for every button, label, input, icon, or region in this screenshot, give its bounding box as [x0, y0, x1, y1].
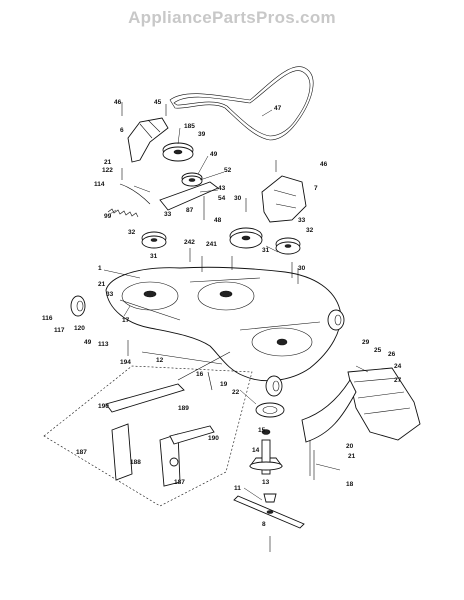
label-187b: 187 [174, 479, 185, 486]
label-33b: 33 [298, 217, 306, 224]
label-27: 27 [394, 377, 402, 384]
spring-99 [107, 183, 151, 218]
lift-rods [141, 351, 231, 381]
pulley-48 [229, 227, 263, 249]
label-46a: 46 [114, 99, 122, 106]
label-114: 114 [94, 181, 105, 188]
inset-box [43, 365, 253, 507]
label-33a: 33 [164, 211, 172, 218]
label-190a: 190 [98, 403, 109, 410]
label-187a: 187 [76, 449, 87, 456]
label-11: 11 [234, 485, 241, 492]
label-52: 52 [224, 167, 232, 174]
gauge-wheel-lower [265, 375, 283, 397]
label-120: 120 [74, 325, 85, 332]
label-117: 117 [54, 327, 65, 334]
label-122: 122 [102, 167, 113, 174]
label-26: 26 [388, 351, 396, 358]
label-54: 54 [218, 195, 226, 202]
label-99: 99 [104, 213, 112, 220]
label-21c: 21 [348, 453, 356, 460]
label-29: 29 [362, 339, 370, 346]
label-39: 39 [198, 131, 206, 138]
right-pulley-cover [261, 175, 307, 223]
idler-arm-43 [159, 181, 219, 220]
label-6: 6 [120, 127, 124, 134]
label-21a: 21 [104, 159, 112, 166]
label-113: 113 [98, 341, 109, 348]
label-19: 19 [220, 381, 228, 388]
label-87: 87 [186, 207, 194, 214]
label-32b: 32 [306, 227, 314, 234]
watermark: AppliancePartsPros.com [128, 8, 336, 27]
label-17: 17 [122, 317, 130, 324]
label-185: 185 [184, 123, 195, 130]
label-33c: 33 [106, 291, 114, 298]
label-16: 16 [196, 371, 204, 378]
label-47: 47 [274, 105, 282, 112]
label-15: 15 [258, 427, 266, 434]
label-12: 12 [156, 357, 164, 364]
label-194: 194 [120, 359, 131, 366]
label-241: 241 [206, 241, 217, 248]
label-45: 45 [154, 99, 162, 106]
label-13: 13 [262, 479, 270, 486]
leader-lines [103, 109, 369, 501]
label-49b: 49 [84, 339, 92, 346]
label-46b: 46 [320, 161, 328, 168]
label-30b: 30 [298, 265, 306, 272]
label-188: 188 [130, 459, 141, 466]
label-20: 20 [346, 443, 354, 450]
blade-spindle [249, 429, 283, 475]
gauge-wheel-right [327, 309, 345, 331]
drive-belt [169, 66, 314, 141]
part-labels: 46 45 47 6 185 39 49 21 122 52 46 7 114 … [42, 99, 402, 528]
label-8: 8 [262, 521, 266, 528]
gauge-wheel-116 [70, 295, 86, 317]
bearing-22 [255, 402, 285, 418]
label-43: 43 [218, 185, 226, 192]
label-32a: 32 [128, 229, 136, 236]
mower-blade [233, 493, 305, 529]
label-49: 49 [210, 151, 218, 158]
discharge-chute [347, 367, 421, 441]
deflector [301, 379, 357, 443]
label-24: 24 [394, 363, 402, 370]
label-30a: 30 [234, 195, 242, 202]
label-31a: 31 [150, 253, 158, 260]
label-18: 18 [346, 481, 354, 488]
idler-pulley-185 [162, 142, 194, 162]
label-21b: 21 [98, 281, 106, 288]
pulley-52 [181, 172, 203, 187]
label-7: 7 [314, 185, 318, 192]
label-48: 48 [214, 217, 222, 224]
left-pulley-cover [127, 117, 169, 163]
label-14: 14 [252, 447, 260, 454]
label-31b: 31 [262, 247, 270, 254]
fasteners [121, 102, 315, 552]
label-25: 25 [374, 347, 382, 354]
label-1: 1 [98, 265, 102, 272]
label-116: 116 [42, 315, 53, 322]
mower-deck-housing [105, 266, 342, 382]
pulley-32-left [141, 231, 167, 249]
label-22: 22 [232, 389, 240, 396]
label-242: 242 [184, 239, 195, 246]
label-190b: 190 [208, 435, 219, 442]
pulley-32-right [275, 237, 301, 255]
label-189: 189 [178, 405, 189, 412]
